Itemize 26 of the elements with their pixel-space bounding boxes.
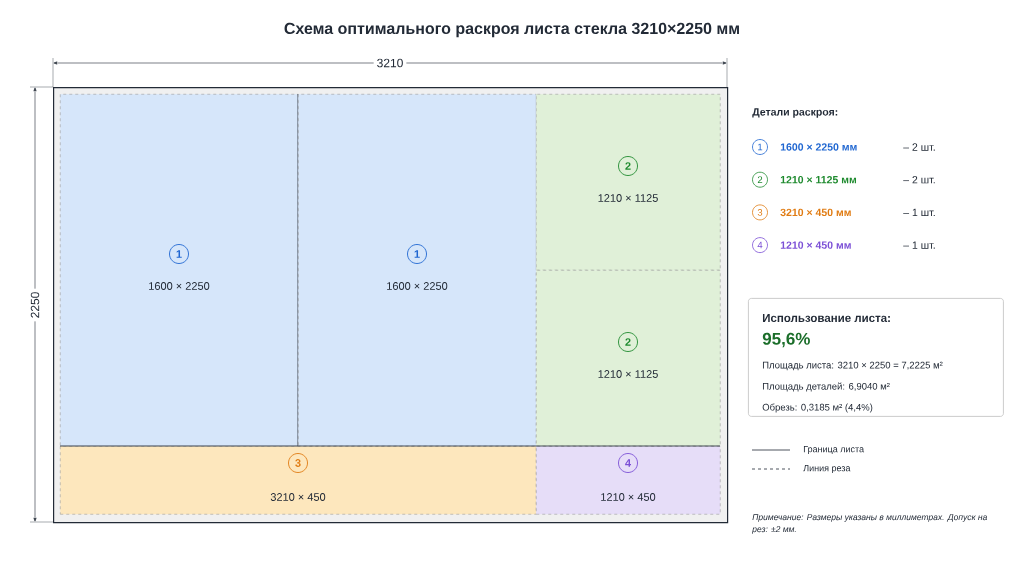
piece-count: – 2 шт. — [903, 143, 935, 151]
piece-size: 1600 × 2250 мм — [780, 143, 857, 151]
info-panel: Использование листа: 95,6% Площадь листа: 3210 × 2250 = 7,2225 м² Площадь деталей: 6,9040 м² Обрезь: 0,3185 м² (4,4%) — [748, 298, 1004, 417]
piece-size: 1210 × 1125 мм — [780, 176, 856, 184]
list-heading: Детали раскроя: — [752, 108, 838, 118]
glass-piece: 4 1210 × 450 — [535, 445, 721, 515]
legend-label: Граница листа — [803, 446, 865, 455]
dimension-label: 3210 — [373, 55, 407, 71]
glass-piece: 1 1600 × 2250 — [60, 93, 299, 447]
piece-count: – 1 шт. — [903, 208, 935, 216]
piece-count: – 1 шт. — [903, 241, 935, 249]
title: Схема оптимального раскроя листа стекла 3210×2250 мм — [284, 22, 739, 38]
dimension-label: 2250 — [27, 288, 43, 322]
piece-number: 3 — [752, 204, 768, 221]
glass-piece: 2 1210 × 1125 — [536, 94, 721, 271]
legend-label: Линия реза — [803, 464, 851, 474]
piece-size: 3210 × 450 мм — [780, 208, 851, 217]
piece-number: 1 — [752, 139, 768, 155]
piece-count: – 2 шт. — [903, 176, 935, 184]
glass-piece: 2 1210 × 1125 — [536, 270, 721, 447]
piece-number: 2 — [752, 171, 768, 188]
glass-piece: 3 3210 × 450 — [59, 445, 537, 515]
note: Примечание: Размеры указаны в миллиметрах. Допуск на рез: ±2 мм. — [752, 514, 987, 534]
glass-piece: 1 1600 × 2250 — [298, 94, 537, 447]
piece-number: 4 — [752, 237, 768, 253]
piece-size: 1210 × 450 мм — [780, 241, 851, 249]
